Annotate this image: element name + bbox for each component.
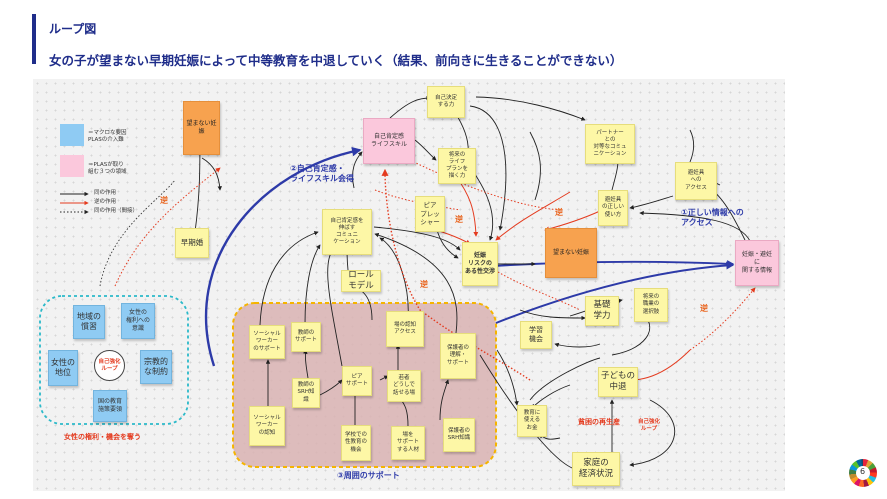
legend-lines	[60, 191, 89, 215]
note-support-people: 場を サポート する人材	[391, 426, 425, 460]
note-education-money: 教育に 使える お金	[517, 405, 547, 437]
inverse-mark: 逆	[555, 208, 563, 217]
note-unwanted-pregnancy-center: 望まない妊娠	[545, 228, 597, 278]
legend-blue-label: ＝マクロな要因 PLASの介入難	[88, 130, 127, 144]
note-peer-pressure: ピア プレッ シャー	[415, 196, 445, 232]
note-guardian-srh: 保護者の SRH知識	[443, 418, 475, 452]
note-contraceptive-correct-use: 避妊具 の正しい 使い方	[598, 190, 628, 226]
note-social-worker-awareness: ソーシャル ワーカー の認知	[249, 406, 285, 446]
page-subtitle: 女の子が望まない早期妊娠によって中等教育を中退していく（結果、前向きに生きること…	[49, 53, 623, 68]
note-early-marriage: 早期婚	[175, 228, 209, 258]
note-guardian-understanding: 保護者の 理解・ サポート	[440, 333, 476, 379]
note-partner-communication: パートナー との 対等なコミュ ニケーション	[585, 124, 635, 164]
note-contraceptive-access: 避妊具 への アクセス	[675, 162, 717, 200]
note-child-dropout: 子どもの 中退	[598, 367, 638, 397]
annotation-women-rights-loss: 女性の権利・機会を奪う	[64, 433, 141, 441]
note-school-sex-education: 学校での 性教育の 機会	[341, 425, 371, 461]
annotation-correct-info-access: ①正しい情報への アクセス	[681, 208, 744, 227]
legend-pink-label: ＝PLASが取り 組む３つの領域	[88, 162, 127, 176]
inverse-mark: 逆	[160, 196, 168, 205]
note-women-status: 女性の 地位	[48, 350, 78, 386]
note-regional-customs: 地域の 慣習	[73, 305, 105, 339]
note-learning-opportunity: 学習 機会	[520, 321, 552, 349]
note-self-decision-power: 自己決定 する力	[427, 86, 465, 118]
inverse-mark: 逆	[455, 215, 463, 224]
note-role-model: ロール モデル	[341, 270, 381, 292]
inverse-mark: 逆	[420, 280, 428, 289]
annotation-poverty-reproduction: 貧困の再生産	[578, 418, 620, 426]
legend-inverse-label: 逆の作用	[94, 199, 117, 205]
legend-blue-swatch	[60, 124, 84, 146]
legend-positive-label: 同の作用	[94, 190, 117, 196]
note-teacher-srh: 教師の SRH知識	[292, 378, 320, 408]
legend-indirect-label: 同の作用（間接）	[94, 208, 139, 214]
note-women-rights: 女性の 権利への 意識	[121, 303, 155, 339]
annotation-self-esteem-skill: ②自己肯定感・ ライフスキル会得	[290, 164, 354, 183]
annotation-local-support: ③周囲のサポート	[337, 471, 400, 480]
page-title: ループ図	[49, 22, 97, 36]
note-basic-skills: 基礎 学力	[585, 296, 619, 326]
note-future-career: 将来の 職業の 選択肢	[634, 288, 668, 322]
note-self-esteem-communication: 自己肯定感を 伸ばす コミュニ ケーション	[322, 209, 372, 255]
note-youth-talk-place: 若者 どうしで 話せる場	[387, 370, 421, 402]
note-national-education: 国の教育 施策要領	[93, 390, 127, 422]
legend-pink-swatch	[60, 155, 84, 177]
note-info-pregnancy: 妊娠・避妊 に 関する情報	[735, 240, 779, 286]
sdgs-wheel-icon	[849, 459, 877, 487]
note-place-awareness: 場の認知 アクセス	[386, 311, 424, 347]
note-religious-constraints: 宗教的 な制約	[140, 350, 172, 384]
self-reinforcing-loop-left: 自己強化 ループ	[94, 350, 125, 381]
note-household-economy: 家庭の 経済状況	[572, 452, 620, 486]
note-social-worker-support: ソーシャル ワーカー のサポート	[249, 325, 285, 359]
note-teacher-support: 教師の サポート	[291, 322, 321, 352]
note-peer-support: ピア サポート	[342, 366, 372, 396]
self-reinforcing-loop-right: 自己強化 ループ	[637, 419, 660, 432]
title-accent-bar	[32, 14, 36, 64]
note-self-esteem-life-skills: 自己肯定感 ライフスキル	[363, 118, 415, 164]
macro-factors-region	[39, 295, 189, 425]
inverse-mark: 逆	[700, 304, 708, 313]
page-number: 6	[860, 467, 866, 476]
note-pregnancy-risk-sex: 妊娠 リスクの ある性交渉	[462, 242, 498, 286]
note-life-plan: 将来の ライフ プランを 描く力	[438, 148, 476, 184]
note-unwanted-pregnancy-top: 望まない妊娠	[183, 101, 220, 155]
